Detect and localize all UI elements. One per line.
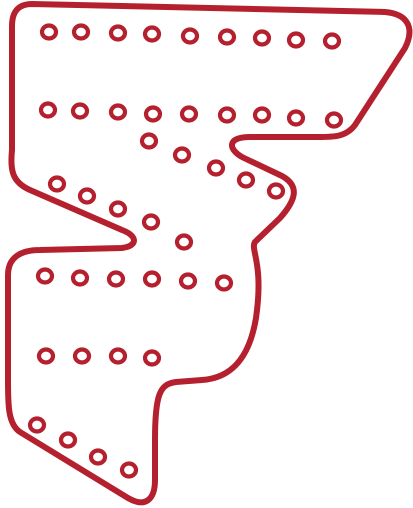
ring-dot-r5-6: [214, 274, 234, 292]
ring-dot-r7-1: [27, 416, 47, 434]
ring-dot-r3-3: [206, 159, 226, 177]
ring-dot-r3-4: [236, 171, 256, 189]
ring-dot-r7-4: [119, 461, 139, 479]
ring-dot-r6-4: [142, 349, 162, 367]
ring-dot-r6-3: [108, 347, 128, 365]
ring-dot-r5-2: [70, 269, 90, 287]
ring-dot-r6-1: [36, 347, 56, 365]
ring-dot-r2-6: [217, 106, 237, 124]
ribbon-outline: [5, 1, 413, 506]
ring-dot-r1-7: [252, 29, 272, 47]
ring-dot-r5-1: [35, 267, 55, 285]
ring-dot-r6-2: [72, 347, 92, 365]
ring-dot-r4-2: [77, 187, 97, 205]
ring-dot-r5-4: [142, 270, 162, 288]
ring-dot-r4-5: [174, 233, 194, 251]
ring-dot-r2-8: [286, 109, 306, 127]
ring-dot-r2-2: [70, 102, 90, 120]
ring-dot-r1-1: [39, 23, 59, 41]
ring-dot-r1-5: [180, 27, 200, 45]
ring-dot-r1-9: [322, 32, 342, 50]
ring-dot-r3-1: [139, 132, 159, 150]
ring-dot-r2-9: [324, 111, 344, 129]
ring-dot-r2-4: [143, 105, 163, 123]
ring-dot-r2-5: [179, 105, 199, 123]
ring-dot-r5-5: [178, 272, 198, 290]
ring-dot-r5-3: [106, 270, 126, 288]
ring-dot-r4-1: [47, 175, 67, 193]
ring-dot-r4-4: [141, 213, 161, 231]
ring-dot-r7-2: [58, 431, 78, 449]
ribbon-dots: [27, 23, 344, 479]
ring-dot-r1-4: [142, 25, 162, 43]
ring-dot-r7-3: [88, 448, 108, 466]
ring-dot-r2-1: [38, 101, 58, 119]
ring-dot-r1-8: [286, 31, 306, 49]
ring-dot-r2-7: [252, 106, 272, 124]
ring-dot-r3-2: [172, 146, 192, 164]
ring-dot-r1-6: [217, 28, 237, 46]
ring-dot-r4-3: [108, 200, 128, 218]
ring-dot-r1-3: [108, 24, 128, 42]
ring-dot-r3-5: [266, 182, 286, 200]
ring-dot-r2-3: [108, 103, 128, 121]
ring-dot-r1-2: [71, 23, 91, 41]
